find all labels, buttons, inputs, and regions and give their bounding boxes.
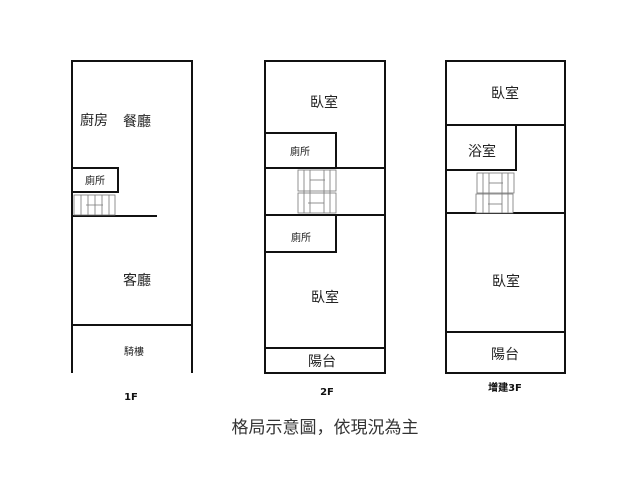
bathroom-box — [446, 125, 517, 171]
floor-plan-3f: 臥室 浴室 臥室 陽台 增建3F — [445, 60, 566, 394]
floor-label-1f: 1F — [124, 392, 138, 403]
room-bedroom-top: 臥室 — [491, 85, 519, 102]
toilet-box — [265, 132, 337, 168]
floor-label-3f: 增建3F — [488, 381, 522, 394]
staircase-icon — [475, 172, 515, 214]
room-balcony: 陽台 — [308, 354, 336, 370]
caption: 格局示意圖，依現況為主 — [232, 418, 419, 438]
room-living: 客廳 — [123, 272, 151, 289]
floor-plan-1f: 廚房 餐廳 廁所 客廳 騎樓 1F — [71, 60, 193, 403]
room-toilet: 廁所 — [85, 174, 105, 187]
room-arcade: 騎樓 — [124, 345, 144, 358]
room-dining: 餐廳 — [123, 113, 151, 130]
outer-wall — [445, 60, 566, 374]
toilet-box — [265, 215, 337, 253]
room-kitchen: 廚房 — [80, 112, 108, 129]
floor-plan-2f: 臥室 廁所 廁所 臥室 陽台 2F — [264, 60, 386, 398]
room-bedroom-bottom: 臥室 — [492, 273, 520, 290]
room-bedroom-bottom: 臥室 — [311, 289, 339, 306]
outer-wall — [264, 60, 386, 374]
toilet-box — [71, 167, 119, 193]
room-toilet-top: 廁所 — [290, 145, 310, 158]
room-bathroom: 浴室 — [468, 143, 496, 160]
room-balcony: 陽台 — [491, 347, 519, 363]
room-toilet-bottom: 廁所 — [291, 231, 311, 244]
floor-label-2f: 2F — [320, 387, 334, 398]
staircase-icon — [73, 194, 116, 216]
room-bedroom-top: 臥室 — [310, 94, 338, 111]
staircase-icon — [297, 169, 337, 214]
